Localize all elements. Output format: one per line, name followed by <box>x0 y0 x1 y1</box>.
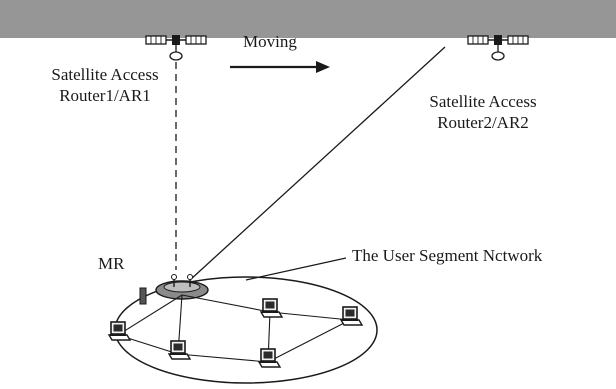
ar2-label: Satellite Access Router2/AR2 <box>408 91 558 133</box>
network-pointer-line <box>245 257 347 281</box>
ar1-label-line2: Router1/AR1 <box>59 86 151 105</box>
top-bar <box>0 0 616 38</box>
ar1-label: Satellite Access Router1/AR1 <box>30 64 180 106</box>
ar1-label-line1: Satellite Access <box>51 65 159 84</box>
ar2-label-line1: Satellite Access <box>429 92 537 111</box>
computer-icon <box>260 298 283 318</box>
satellite-icon <box>467 34 529 61</box>
satellite-icon <box>145 34 207 61</box>
ar2-label-line2: Router2/AR2 <box>437 113 529 132</box>
solid-link-ar2 <box>189 46 446 281</box>
computer-icon <box>340 306 363 326</box>
computer-icon <box>168 340 191 360</box>
computer-icon <box>108 321 131 341</box>
user-segment-network-label: The User Segment Nctwork <box>352 246 543 265</box>
mr-label: MR <box>98 254 125 273</box>
user-segment-network-ellipse <box>114 276 378 384</box>
network-links <box>117 294 351 363</box>
moving-arrow <box>230 61 330 73</box>
moving-label: Moving <box>243 32 297 51</box>
